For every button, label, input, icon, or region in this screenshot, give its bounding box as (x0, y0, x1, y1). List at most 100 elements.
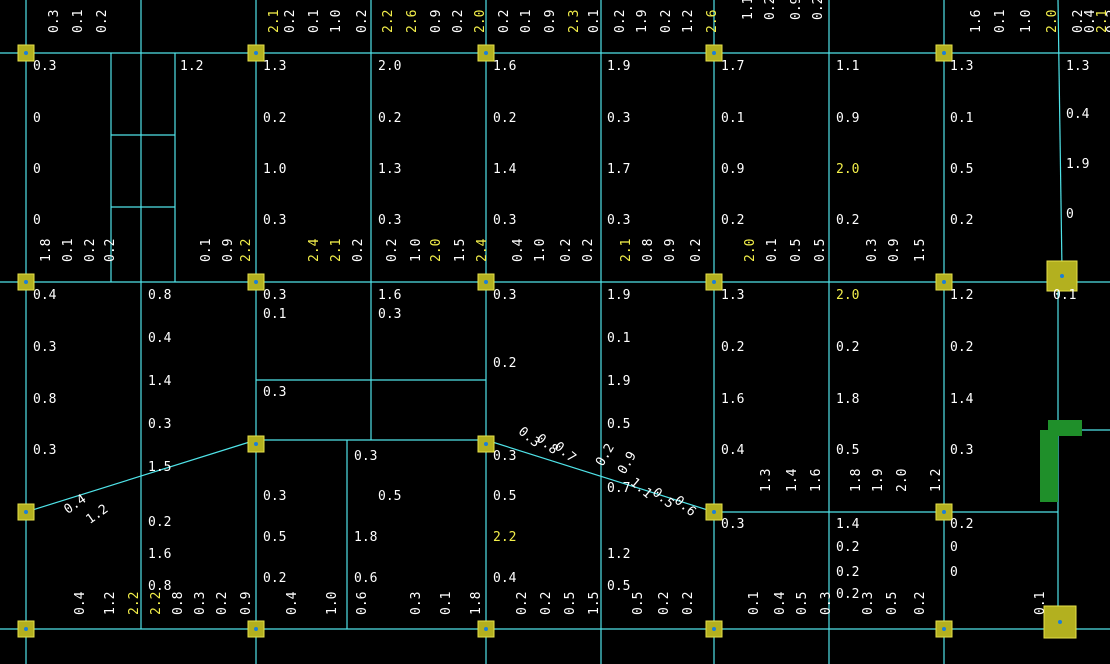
beam-result-value: 0.5 (563, 591, 578, 615)
beam-result-value: 2.2 (493, 530, 517, 545)
beam-result-value: 0 (33, 213, 41, 228)
beam-result-value: 0.2 (681, 591, 696, 615)
beam-result-value: 1.6 (148, 547, 172, 562)
beam-result-value: 0.2 (913, 591, 928, 615)
node-dot (484, 627, 488, 631)
beam-line[interactable] (25, 439, 257, 513)
beam-result-value: 0.3 (493, 449, 517, 464)
beam-result-value: 0.4 (1066, 107, 1090, 122)
beam-result-value: 1.0 (1019, 9, 1034, 33)
beam-result-value: 1.3 (950, 59, 974, 74)
beam-result-value: 0.5 (950, 162, 974, 177)
beam-result-value: 2.0 (429, 238, 444, 262)
beam-result-value: 0.2 (283, 9, 298, 33)
beam-result-value: 0.2 (659, 9, 674, 33)
beam-result-value: 2.4 (475, 238, 490, 262)
beam-result-value: 2.2 (239, 238, 254, 262)
beam-result-value: 2.6 (705, 9, 720, 33)
beam-result-value: 0.3 (493, 288, 517, 303)
beam-result-value: 0.5 (813, 238, 828, 262)
beam-result-value: 0.2 (581, 238, 596, 262)
beam-result-value: 0.1 (607, 331, 631, 346)
beam-result-value: 2.2 (127, 591, 142, 615)
beam-result-value: 0.4 (285, 591, 300, 615)
beam-result-value: 1.8 (849, 468, 864, 492)
beam-result-value: 0.2 (515, 591, 530, 615)
column[interactable] (1043, 605, 1077, 639)
beam-result-value: 2.3 (567, 9, 582, 33)
beam-result-value: 0.1 (519, 9, 534, 33)
beam-result-value: 0.3 (721, 517, 745, 532)
beam-result-value: 1.8 (39, 238, 54, 262)
beam-result-value: 0.1 (1053, 288, 1077, 303)
beam-result-value: 1.0 (325, 591, 340, 615)
beam-result-value: 0.5 (493, 489, 517, 504)
beam-result-value: 0.4 (1083, 9, 1098, 33)
node-dot (942, 510, 946, 514)
node-dot (712, 627, 716, 631)
beam-line[interactable] (485, 439, 715, 513)
beam-result-value: 0.8 (171, 591, 186, 615)
node-dot (942, 51, 946, 55)
beam-result-value: 0.9 (239, 591, 254, 615)
beam-result-value: 0.9 (543, 9, 558, 33)
beam-result-value: 0.2 (493, 356, 517, 371)
beam-result-value: 1.9 (1066, 157, 1090, 172)
beam-result-value: 0.2 (497, 9, 512, 33)
beam-result-value: 1.0 (533, 238, 548, 262)
beam-result-value: 0.5 (263, 530, 287, 545)
beam-result-value: 0.2 (355, 9, 370, 33)
beam-result-value: 2.0 (895, 468, 910, 492)
beam-result-value: 0.2 (811, 0, 826, 20)
beam-result-value: 0.6 (355, 591, 370, 615)
beam-result-value: 0.5 (789, 238, 804, 262)
beam-result-value: 1.5 (587, 591, 602, 615)
beam-result-value: 0.5 (607, 579, 631, 594)
beam-result-value: 0.3 (865, 238, 880, 262)
beam-line[interactable] (1057, 0, 1063, 271)
beam-result-value: 0.6 (354, 571, 378, 586)
node-dot (254, 627, 258, 631)
shear-wall[interactable] (1040, 430, 1058, 502)
beam-result-value: 0.3 (861, 591, 876, 615)
beam-result-value: 1.3 (378, 162, 402, 177)
beam-result-value: 0.1 (993, 9, 1008, 33)
beam-result-value: 0 (950, 540, 958, 555)
beam-result-value: 0.2 (215, 591, 230, 615)
beam-result-value: 0.3 (409, 591, 424, 615)
beam-result-value: 1.5 (148, 460, 172, 475)
beam-result-value: 0.2 (148, 515, 172, 530)
beam-result-value: 0.9 (789, 0, 804, 20)
shear-wall[interactable] (1048, 420, 1082, 436)
beam-result-value: 0.4 (721, 443, 745, 458)
beam-result-value: 1.9 (635, 9, 650, 33)
beam-result-value: 0.1 (747, 591, 762, 615)
beam-result-value: 1.9 (607, 288, 631, 303)
beam-result-value: 0.9 (663, 238, 678, 262)
beam-result-value: 1.8 (469, 591, 484, 615)
beam-result-value: 0.2 (836, 540, 860, 555)
beam-result-value: 2.0 (743, 238, 758, 262)
beam-result-value: 0.3 (378, 213, 402, 228)
beam-result-value: 0.2 (689, 238, 704, 262)
beam-result-value: 0.1 (1033, 591, 1048, 615)
beam-result-value: 0.1 (765, 238, 780, 262)
beam-result-value: 0.7 (607, 481, 631, 496)
beam-result-value: 1.2 (180, 59, 204, 74)
node-dot (254, 442, 258, 446)
beam-result-value: 0.9 (429, 9, 444, 33)
beam-result-value: 0.3 (263, 288, 287, 303)
beam-result-value: 1.2 (681, 9, 696, 33)
beam-result-value: 0.5 (885, 591, 900, 615)
beam-result-value: 1.7 (607, 162, 631, 177)
node-dot (24, 627, 28, 631)
node-dot (712, 510, 716, 514)
beam-result-value: 0.1 (71, 9, 86, 33)
beam-result-value: 1.4 (148, 374, 172, 389)
beam-result-value: 1.3 (1066, 59, 1090, 74)
beam-result-value: 1.9 (607, 59, 631, 74)
beam-result-value: 2.1 (619, 238, 634, 262)
beam-result-value: 1.4 (785, 468, 800, 492)
beam-result-value: 0.2 (103, 238, 118, 262)
